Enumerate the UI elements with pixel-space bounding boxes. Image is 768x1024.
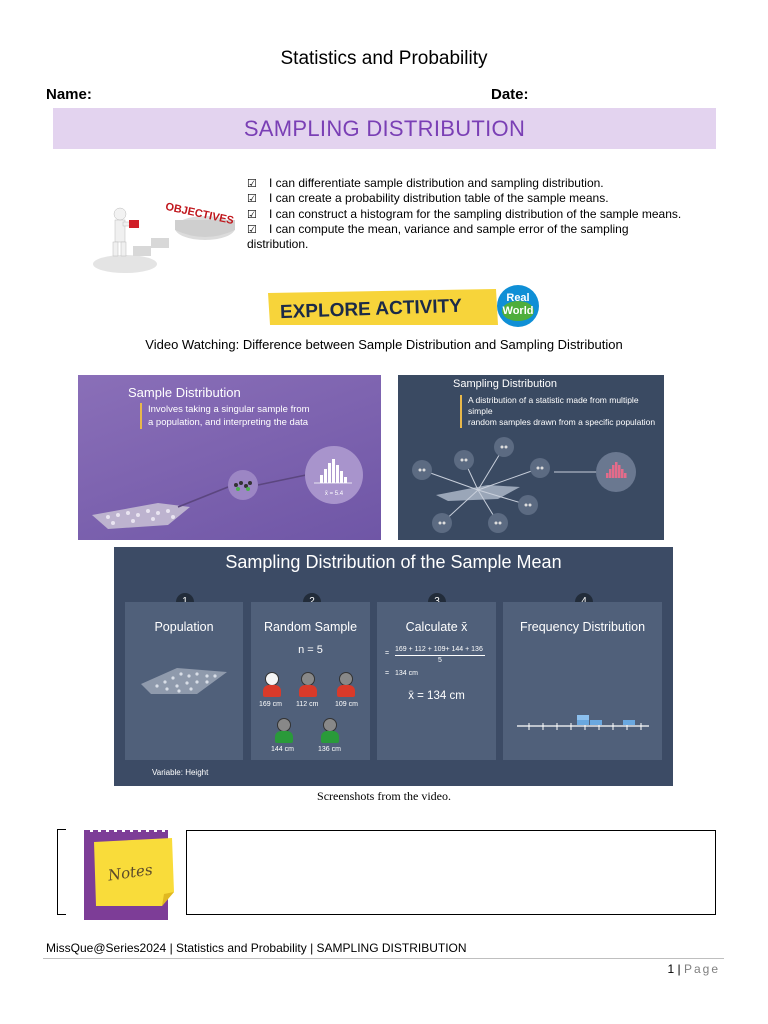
footer-text: MissQue@Series2024 | Statistics and Prob…: [46, 941, 467, 955]
video-screenshot-sample-distribution: Sample Distribution Involves taking a si…: [78, 375, 381, 540]
person-icon: [299, 672, 317, 698]
variable-label: Variable: Height: [152, 768, 209, 777]
person-icon: [275, 718, 293, 744]
document-title: Statistics and Probability: [280, 48, 488, 69]
screenshot-title: Sample Distribution: [128, 385, 241, 400]
objective-item: ☑I can create a probability distribution…: [247, 191, 727, 206]
objectives-illustration: OBJECTIVES: [85, 172, 239, 278]
footer-divider: [43, 958, 724, 959]
panel-frequency-distribution: Frequency Distribution: [503, 602, 662, 760]
notes-area[interactable]: [186, 830, 716, 915]
formula-result-small: 134 cm: [395, 670, 418, 677]
height-label: 144 cm: [271, 746, 294, 753]
screenshot-title: Sampling Distribution of the Sample Mean: [225, 552, 562, 572]
date-label: Date:: [491, 86, 529, 103]
person-icon: [321, 718, 339, 744]
objective-item: ☑I can compute the mean, variance and sa…: [247, 221, 629, 252]
panel-calculate-mean: Calculate x̄ = 169 + 112 + 109+ 144 + 13…: [377, 602, 496, 760]
title-banner: SAMPLING DISTRIBUTION: [53, 108, 716, 149]
video-screenshot-sampling-distribution: Sampling Distribution A distribution of …: [398, 375, 664, 540]
height-label: 136 cm: [318, 746, 341, 753]
fraction-bar: [395, 655, 485, 656]
objectives-list: ☑I can differentiate sample distribution…: [247, 176, 727, 252]
person-icon: [337, 672, 355, 698]
panel-title: Population: [154, 620, 214, 634]
height-label: 112 cm: [296, 701, 319, 708]
panel-title: Frequency Distribution: [519, 620, 646, 634]
frequency-number-line: [517, 715, 649, 730]
svg-text:x̄ = 5.4: x̄ = 5.4: [325, 491, 344, 497]
sample-size: n = 5: [298, 644, 323, 656]
video-caption: Video Watching: Difference between Sampl…: [145, 337, 623, 352]
panel-random-sample: Random Sample n = 5 169 cm 112 cm 109 cm…: [251, 602, 370, 760]
screenshot-description: Involves taking a singular sample from a…: [140, 403, 310, 429]
person-icon: [263, 672, 281, 698]
page-number: 1 | Page: [667, 962, 720, 976]
notes-bracket: [57, 829, 66, 915]
formula-result: x̄ = 134 cm: [408, 690, 465, 702]
objective-item: ☑I can construct a histogram for the sam…: [247, 207, 727, 222]
panel-title: Random Sample: [263, 620, 358, 634]
svg-text:World: World: [503, 305, 534, 317]
screenshot-description: A distribution of a statistic made from …: [460, 395, 664, 428]
objective-item: ☑I can differentiate sample distribution…: [247, 176, 727, 191]
explore-activity-banner: EXPLORE ACTIVITY Real World: [268, 285, 539, 327]
population-crowd: [141, 668, 227, 694]
height-label: 169 cm: [259, 701, 282, 708]
panel-population: Population: [125, 602, 243, 760]
video-screenshot-sample-mean: Sampling Distribution of the Sample Mean…: [114, 547, 673, 786]
banner-title: SAMPLING DISTRIBUTION: [243, 116, 526, 141]
panel-title: Calculate x̄: [405, 620, 468, 634]
formula-denominator: 5: [438, 657, 442, 664]
name-label: Name:: [46, 86, 92, 103]
svg-text:Real: Real: [506, 292, 529, 304]
checkbox-icon: ☑: [247, 193, 257, 206]
formula-numerator: 169 + 112 + 109+ 144 + 136: [395, 646, 483, 653]
height-label: 109 cm: [335, 701, 358, 708]
screenshots-caption: Screenshots from the video.: [317, 789, 451, 803]
sampling-distribution-illustration: [412, 437, 636, 533]
screenshot-title: Sampling Distribution: [453, 378, 557, 390]
sample-distribution-illustration: x̄ = 5.4: [92, 446, 363, 529]
notes-icon: Notes: [84, 826, 174, 920]
checkbox-icon: ☑: [247, 223, 257, 236]
checkbox-icon: ☑: [247, 208, 257, 221]
checkbox-icon: ☑: [247, 178, 257, 190]
